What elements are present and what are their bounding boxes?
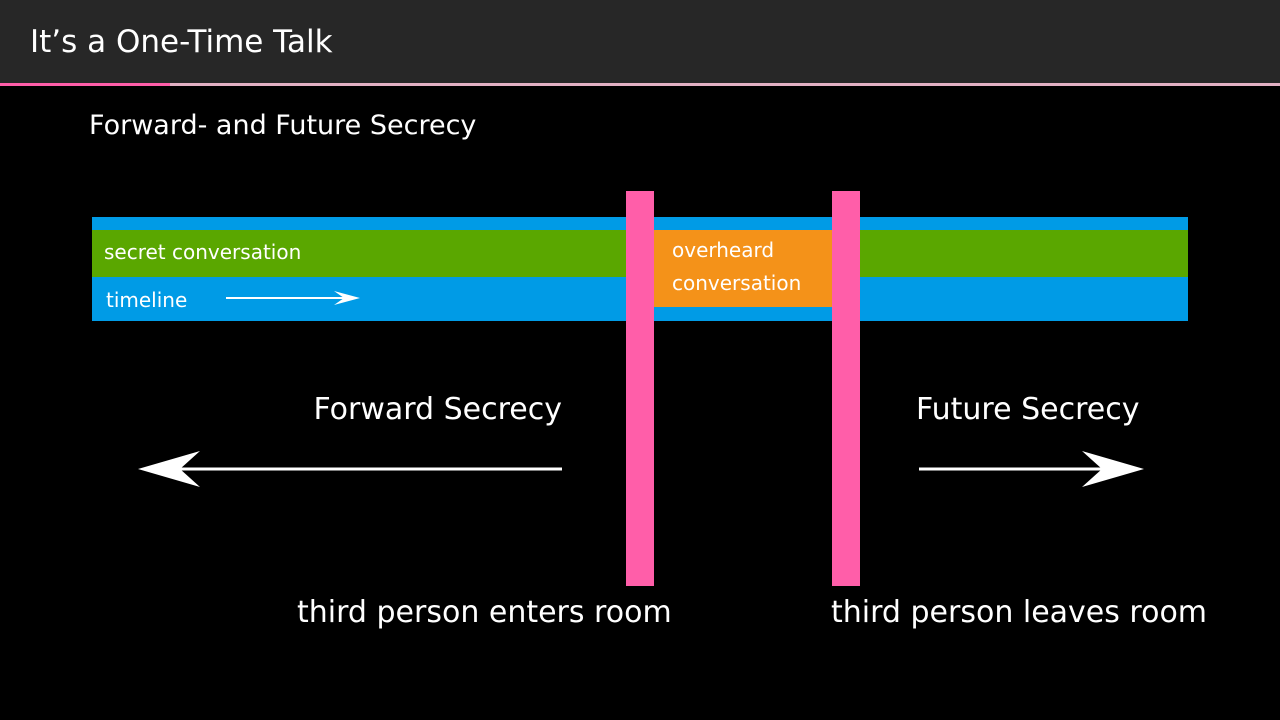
overheard-conversation-label-line2: conversation <box>672 271 802 295</box>
progress-bar <box>0 83 1280 86</box>
progress-bar-fill <box>0 83 171 86</box>
slide-subtitle: Forward- and Future Secrecy <box>89 110 477 141</box>
timeline-arrow-icon <box>226 291 360 305</box>
enter-room-marker <box>626 191 654 586</box>
future-secrecy-label: Future Secrecy <box>916 392 1140 427</box>
secret-conversation-band-left <box>92 230 626 277</box>
timeline-label: timeline <box>106 288 188 312</box>
slide-title: It’s a One-Time Talk <box>30 24 333 60</box>
secret-conversation-band-right <box>860 230 1188 277</box>
enter-room-label: third person enters room <box>297 595 672 630</box>
overheard-conversation-band <box>654 230 832 307</box>
future-secrecy-arrow-icon <box>919 451 1144 487</box>
secret-conversation-label: secret conversation <box>104 240 302 264</box>
forward-secrecy-arrow-icon <box>138 451 562 487</box>
forward-secrecy-label: Forward Secrecy <box>313 392 562 427</box>
leave-room-label: third person leaves room <box>831 595 1208 630</box>
overheard-conversation-label-line1: overheard <box>672 238 775 262</box>
leave-room-marker <box>832 191 860 586</box>
slide-header: It’s a One-Time Talk <box>0 0 1280 84</box>
